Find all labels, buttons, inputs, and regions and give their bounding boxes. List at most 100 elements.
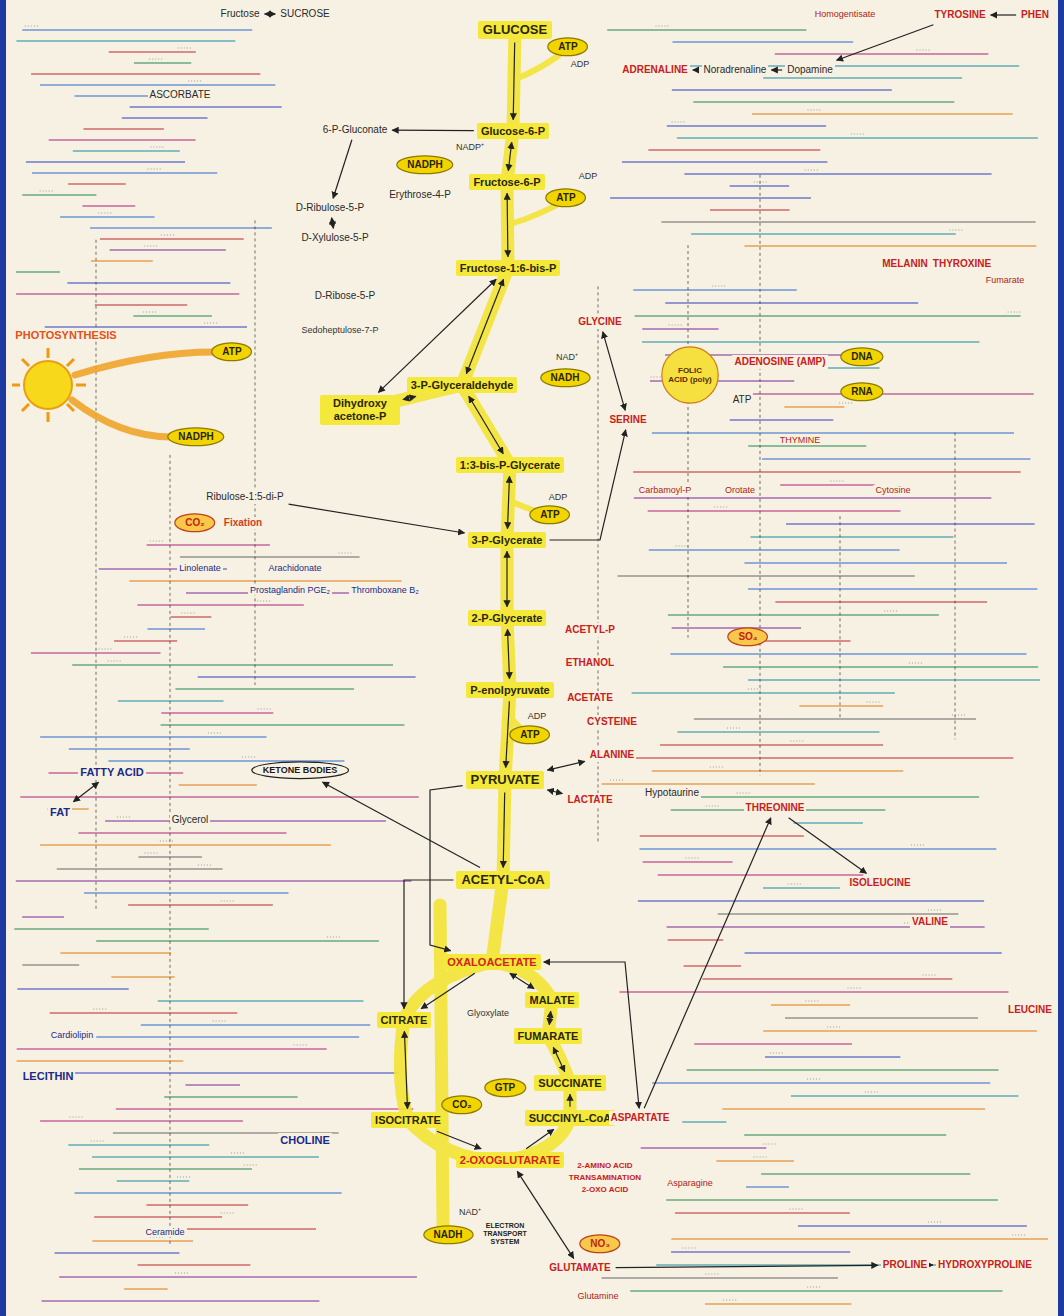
node-text: GLUTAMATE — [549, 1262, 610, 1274]
reaction-arrow — [569, 1094, 570, 1106]
reaction-arrow — [991, 14, 1017, 15]
reaction-arrow — [603, 332, 625, 411]
pathway-line — [255, 220, 256, 685]
pathway-line — [78, 832, 286, 833]
annotation-label: Carbamoyl-P — [637, 485, 694, 495]
reaction-arrow — [421, 973, 475, 1008]
pathway-line — [754, 182, 768, 183]
pathway-line — [31, 73, 260, 74]
pathway-line — [744, 245, 1036, 246]
pathway-line — [791, 1095, 1019, 1096]
reaction-arrow — [333, 140, 352, 199]
pathway-line — [784, 406, 844, 407]
pathway-line — [98, 213, 112, 214]
pathway-metabolite: 3-P-Glyceraldehyde — [407, 377, 518, 394]
pathway-line — [723, 666, 1038, 667]
node-text: THREONINE — [746, 802, 805, 814]
pathway-line — [630, 1290, 1002, 1291]
pathway-line — [40, 191, 54, 192]
amino-acid-label: ETHANOL — [564, 656, 616, 670]
annotation-label: ADP — [569, 59, 592, 69]
pathway-line — [1008, 312, 1022, 313]
ellipse-shape — [423, 1226, 472, 1244]
pathway-line — [185, 1084, 240, 1085]
reaction-arrow — [693, 69, 699, 70]
pathway-metabolite: SUCCINATE — [534, 1075, 605, 1092]
pathway-line — [661, 221, 1035, 222]
pathway-line — [141, 1024, 370, 1025]
node-text: LEUCINE — [1008, 1004, 1052, 1016]
pathway-line — [763, 77, 962, 78]
pathway-line — [641, 1147, 767, 1148]
pathway-line — [161, 724, 405, 725]
node-text: SO₄ — [738, 631, 757, 643]
metabolite-label: Hypotaurine — [643, 786, 701, 800]
pathway-line — [670, 653, 1026, 654]
pathway-line — [673, 41, 854, 42]
pathway-line — [72, 664, 393, 665]
pathway-line — [164, 1096, 297, 1097]
pathway-line — [665, 302, 918, 303]
node-text: SUCCINATE — [538, 1077, 601, 1090]
pathway-line — [694, 718, 976, 719]
lipid-label: CHOLINE — [278, 1133, 332, 1148]
pathway-line — [727, 728, 741, 729]
pathway-line — [949, 230, 963, 231]
reaction-arrow — [932, 1264, 934, 1265]
pathway-line — [911, 845, 925, 846]
pathway-line — [744, 1134, 946, 1135]
pathway-line — [634, 497, 992, 498]
pathway-line — [928, 1222, 942, 1223]
pathway-line — [702, 978, 952, 979]
pathway-metabolite: 1:3-bis-P-Glycerate — [456, 457, 564, 474]
ion-ellipse: SO₄ — [727, 627, 768, 647]
ellipse-shape — [175, 514, 215, 532]
amino-acid-label: TYROSINE — [932, 8, 987, 22]
node-text: D-Xylulose-5-P — [301, 232, 368, 244]
pathway-line — [678, 796, 979, 797]
reaction-arrow — [265, 13, 276, 14]
node-text: ACETATE — [567, 692, 613, 704]
pathway-metabolite: 2-P-Glycerate — [468, 610, 547, 627]
node-text: FUMARATE — [518, 1030, 579, 1043]
node-text: GTP — [495, 1082, 516, 1094]
node-text: RNA — [851, 386, 873, 398]
node-text: TYROSINE — [934, 9, 985, 21]
pathway-line — [25, 26, 39, 27]
pathway-line — [640, 835, 804, 836]
pathway-line — [668, 614, 939, 615]
pathway-line — [684, 173, 991, 174]
pathway-line — [96, 940, 379, 941]
pathway-line — [848, 988, 862, 989]
annotation-label: Arachidonate — [266, 563, 323, 573]
pathway-line — [763, 887, 840, 888]
pathway-line — [59, 1276, 417, 1277]
cofactor-circle: FOLIC ACID (poly) — [661, 346, 719, 404]
amino-acid-label: GLYCINE — [576, 315, 624, 329]
pathway-line — [687, 1069, 999, 1070]
pathway-line — [82, 205, 135, 206]
reaction-arrow — [323, 782, 481, 867]
pathway-line — [794, 822, 863, 823]
pathway-line — [649, 549, 900, 550]
key-metabolite: PYRUVATE — [466, 771, 545, 790]
pathway-line — [754, 1157, 768, 1158]
pathway-line — [614, 757, 1013, 758]
pathway-line — [257, 601, 271, 602]
pathway-line — [16, 880, 412, 881]
node-text: KETONE BODIES — [263, 765, 337, 775]
node-text: Erythrose-4-P — [389, 189, 451, 201]
node-text: Noradrenaline — [704, 64, 767, 76]
pathway-line — [643, 861, 733, 862]
reaction-arrow — [547, 761, 584, 770]
pathway-line — [181, 613, 195, 614]
pathway-line — [161, 235, 175, 236]
lipid-label: FAT — [48, 805, 72, 820]
pathway-line — [208, 733, 222, 734]
pathway-line — [712, 286, 726, 287]
pathway-line — [786, 523, 1035, 524]
pathway-line — [716, 1160, 794, 1161]
reaction-arrow — [508, 142, 511, 170]
pathway-line — [775, 53, 989, 54]
sun-rays — [12, 348, 86, 422]
